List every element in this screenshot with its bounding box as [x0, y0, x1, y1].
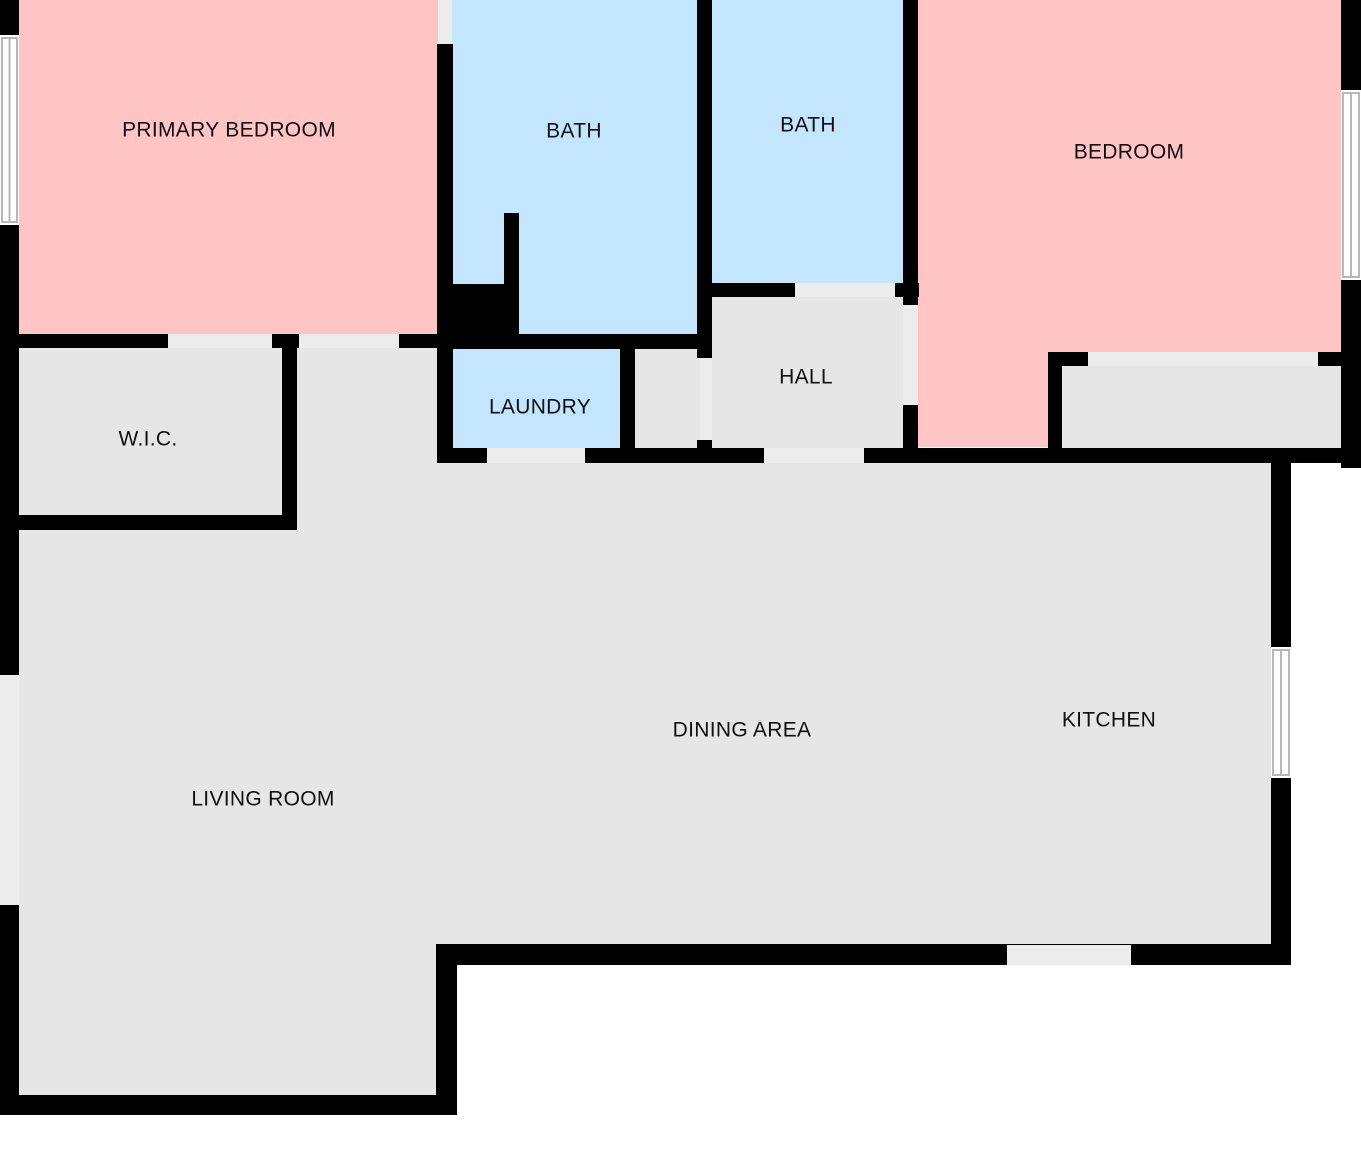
wall-primary-bath: [437, 44, 453, 344]
label-wic: W.I.C.: [119, 428, 178, 451]
door-hall: [764, 448, 864, 463]
label-bath-2: BATH: [780, 114, 836, 137]
wall-bath1-bottom: [452, 334, 712, 349]
bath-partition: [504, 213, 519, 348]
room-labels: PRIMARY BEDROOM BATH BATH BEDROOM W.I.C.…: [119, 114, 1185, 811]
wall-wic-right: [282, 334, 297, 529]
wall-hall-bedroom: [903, 405, 918, 455]
door-front: [0, 675, 19, 905]
label-bedroom: BEDROOM: [1074, 141, 1185, 164]
door-laundry: [487, 448, 585, 463]
window-bedroom: [1341, 90, 1361, 280]
wall-bath-bath: [697, 0, 712, 358]
label-kitchen: KITCHEN: [1062, 709, 1156, 732]
wall-bottom-main: [436, 944, 1291, 965]
wall-bath2-bedroom: [903, 0, 918, 305]
door-primary: [299, 334, 399, 348]
wall-bottom-living: [0, 1095, 457, 1115]
linen-closet-floor: [634, 348, 700, 448]
bath-1-floor: [452, 0, 698, 335]
door-kitchen-bottom: [1007, 945, 1131, 965]
laundry-floor: [452, 348, 620, 448]
wall-linen-hall-bottom: [697, 440, 712, 460]
label-dining-area: DINING AREA: [673, 719, 812, 742]
wic-floor: [18, 345, 284, 515]
label-bath-1: BATH: [546, 120, 602, 143]
windows: [0, 35, 1361, 778]
wall-left-lower: [0, 905, 19, 1115]
window-kitchen: [1271, 647, 1291, 778]
label-primary-bedroom: PRIMARY BEDROOM: [122, 119, 336, 142]
label-laundry: LAUNDRY: [489, 396, 591, 419]
window-primary-bedroom: [0, 35, 19, 225]
door-openings: [0, 0, 1318, 965]
door-bath2: [795, 283, 895, 297]
door-primary-top: [438, 0, 452, 44]
room-fills: [18, 0, 1342, 1095]
label-hall: HALL: [779, 366, 833, 389]
wall-laundry-linen: [620, 346, 635, 456]
wall-laundry-left: [437, 334, 453, 462]
wall-mid-horizontal: [437, 448, 1361, 463]
wall-closet-left: [1048, 352, 1062, 458]
primary-bedroom-floor: [18, 0, 440, 338]
wall-linen-hall: [697, 346, 712, 358]
common-area-floor: [18, 345, 1272, 1095]
door-wic: [168, 334, 272, 348]
door-bedroom: [903, 305, 918, 405]
hall-floor: [712, 296, 904, 448]
bedroom-floor: [918, 0, 1342, 447]
door-linen: [700, 358, 712, 440]
bedroom-closet-floor: [1062, 366, 1342, 448]
wall-living-step: [436, 944, 457, 1115]
label-living-room: LIVING ROOM: [191, 788, 334, 811]
bath-2-floor: [712, 0, 904, 285]
door-closet: [1088, 352, 1318, 366]
wall-wic-bottom: [0, 515, 297, 530]
